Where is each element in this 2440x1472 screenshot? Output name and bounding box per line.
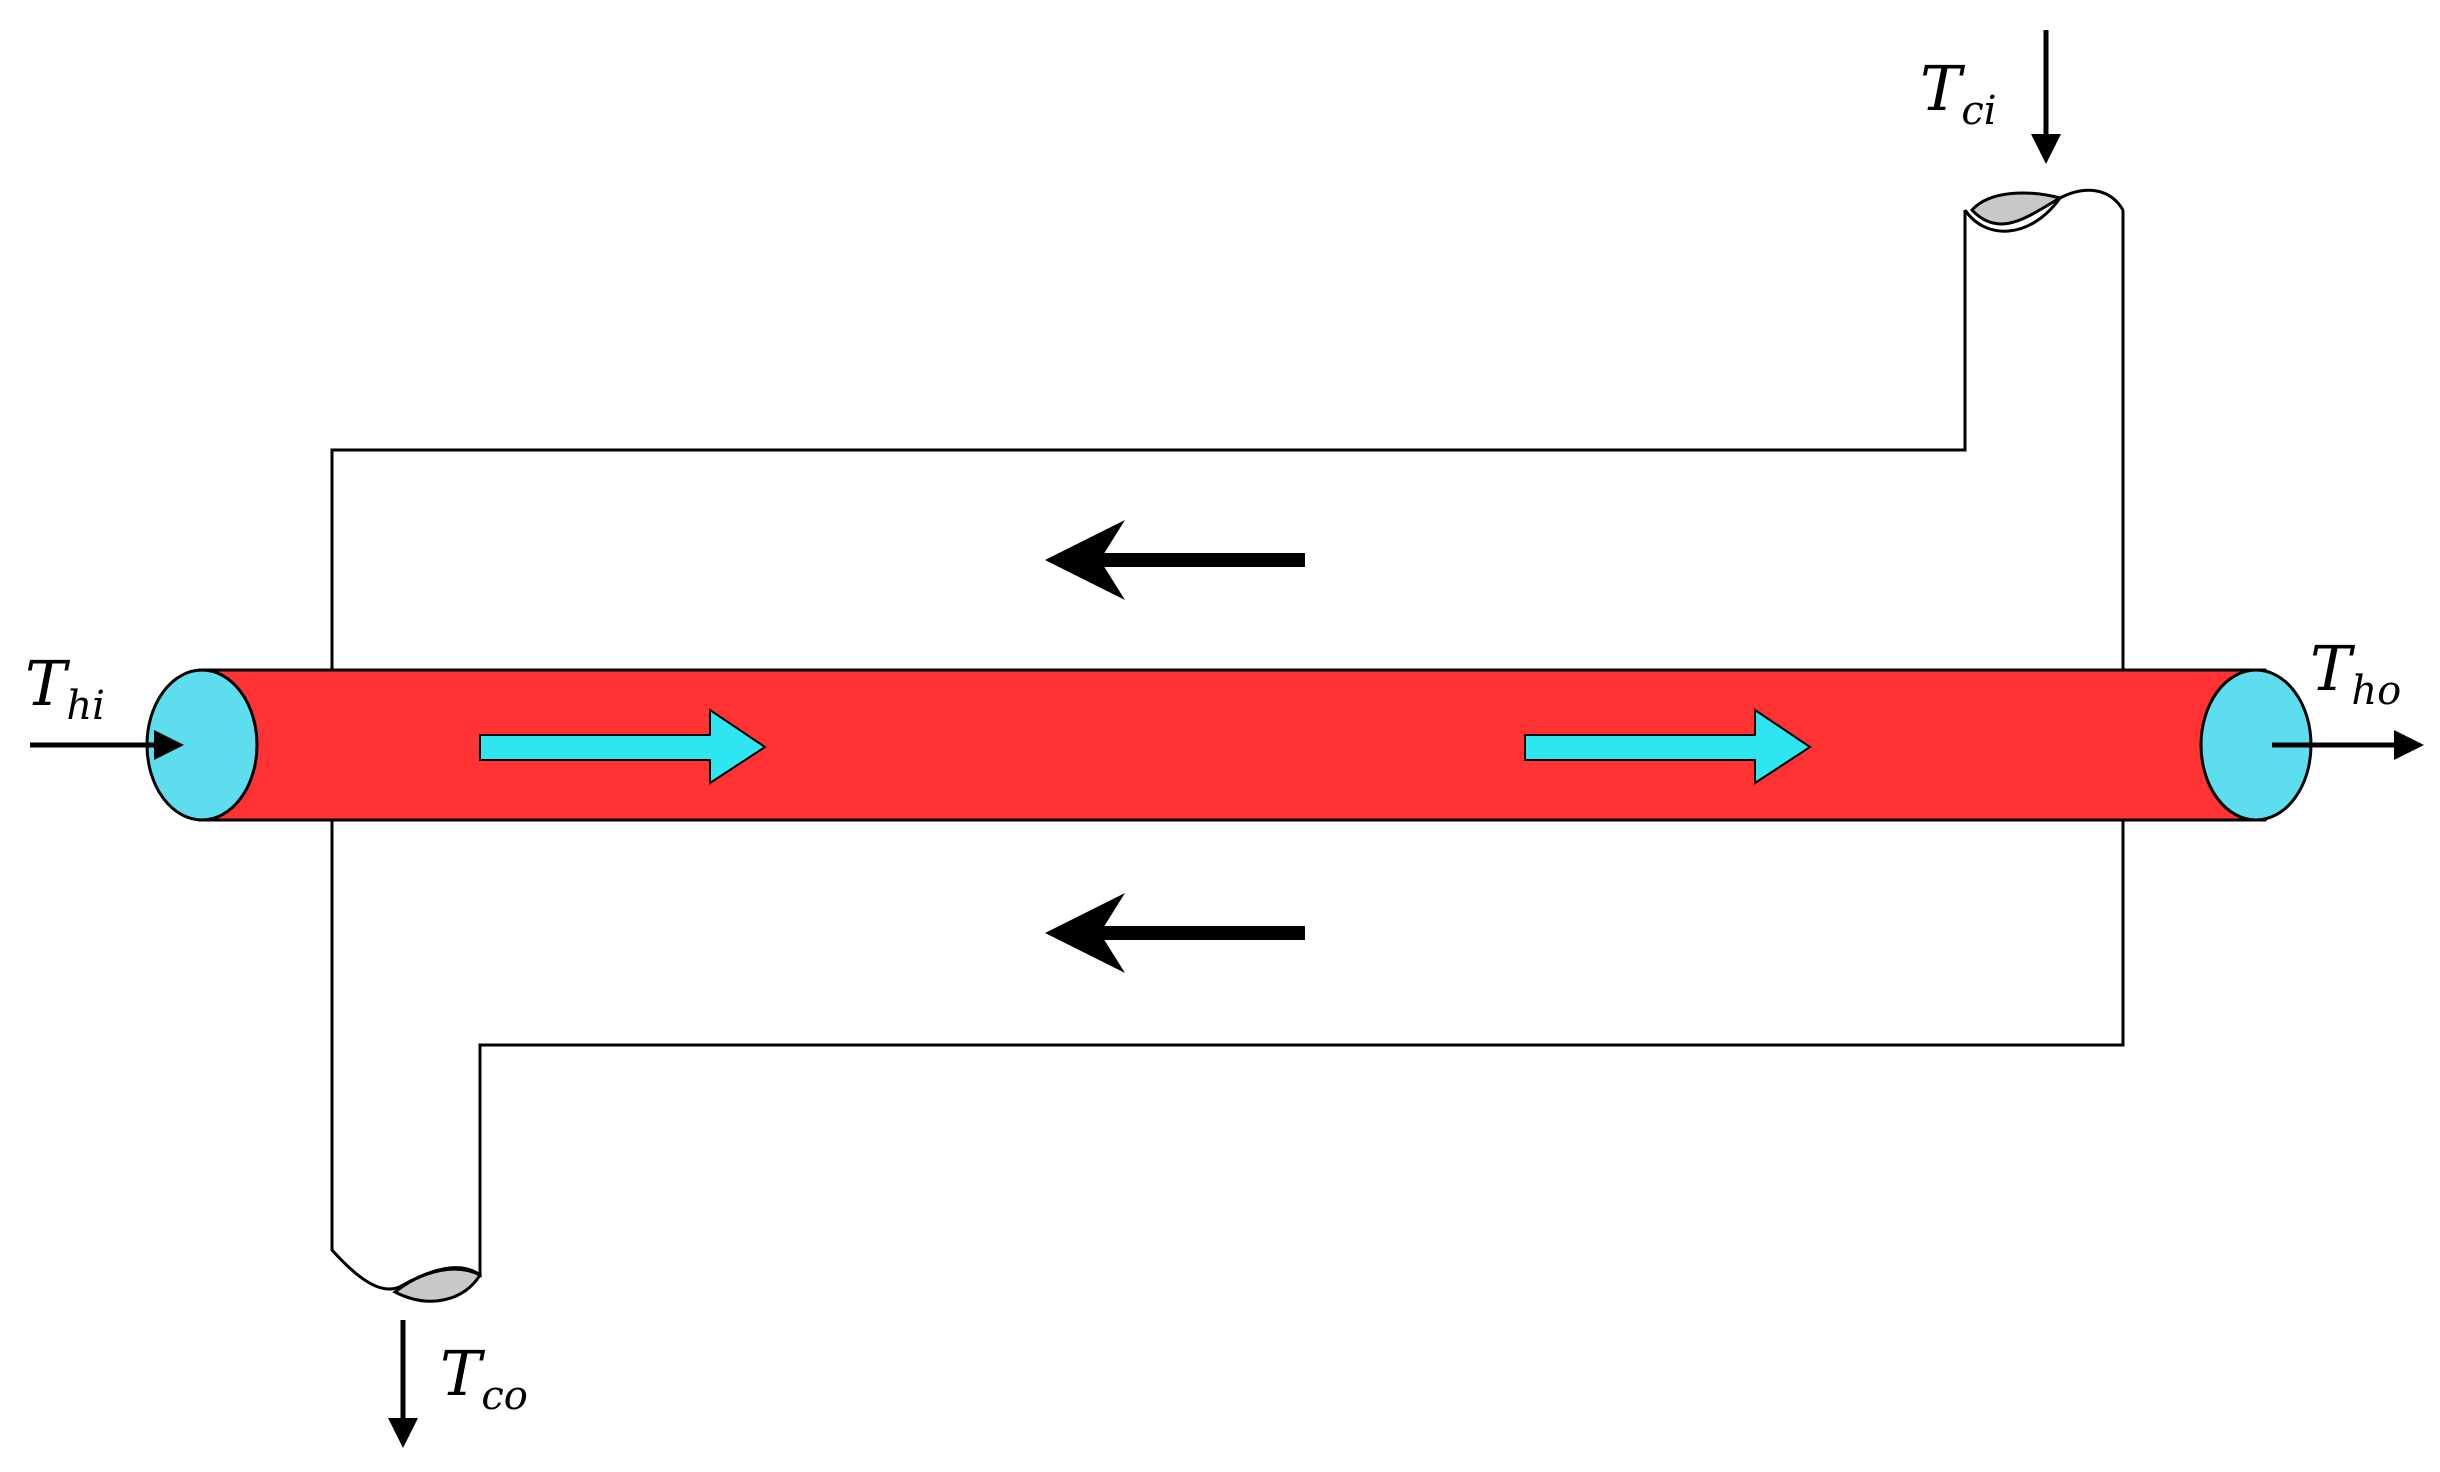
- cold-outlet-label: Tco: [440, 1337, 528, 1419]
- cold-outlet-nozzle-cut: [392, 1267, 483, 1303]
- hot-outlet-label: Tho: [2310, 632, 2401, 714]
- cold-inlet-nozzle-edge: [1963, 188, 2125, 233]
- outer-flow-arrow-top: [1045, 520, 1305, 600]
- inner-flow-arrow-left: [479, 708, 767, 785]
- inner-flow-arrow-right: [1524, 708, 1812, 785]
- hot-inlet-label: Thi: [25, 647, 105, 729]
- outer-flow-arrow-bottom: [1045, 893, 1305, 973]
- cold-inlet-label: Tci: [1920, 52, 1997, 134]
